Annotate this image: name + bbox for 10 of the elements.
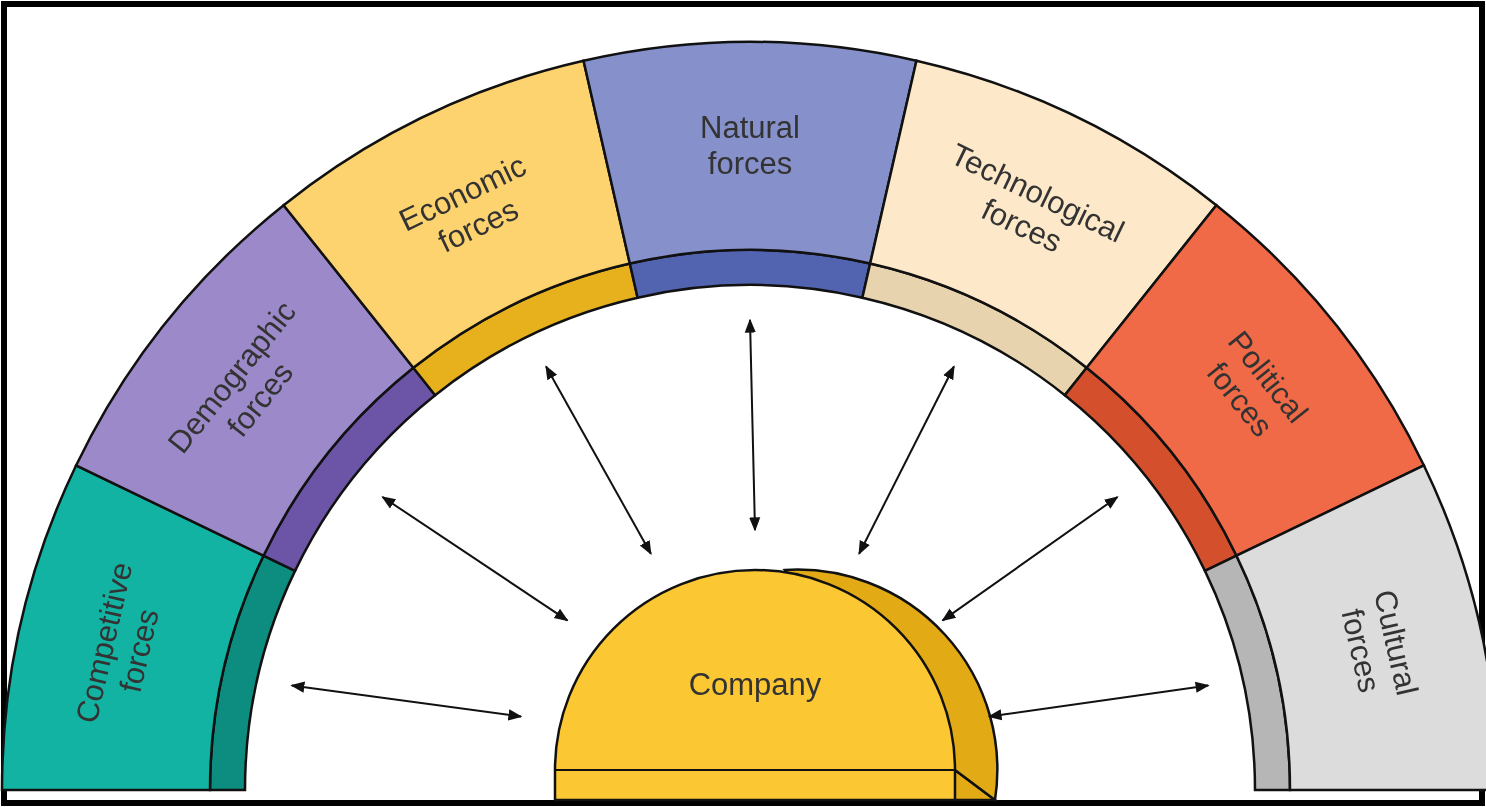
company-label: Company [688,667,822,703]
force-label: Natural forces [699,110,801,182]
double-arrow [744,318,761,532]
double-arrow [381,495,569,622]
double-arrow [545,365,652,555]
force-label: Cultural forces [1333,585,1426,701]
double-arrow [987,681,1210,721]
double-arrow [941,495,1119,622]
double-arrow [858,365,955,555]
double-arrow [290,681,523,721]
